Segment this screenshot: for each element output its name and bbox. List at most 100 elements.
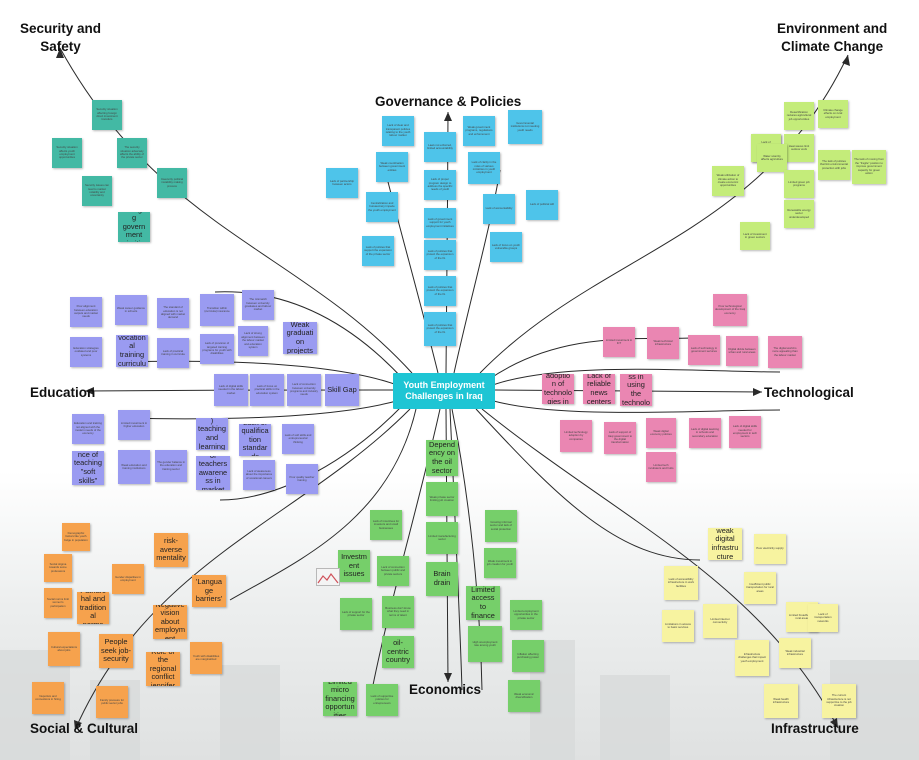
sticky-note[interactable]: Heat waves limit outdoor work xyxy=(784,134,814,162)
sticky-note[interactable]: Weak economic diversification xyxy=(508,680,540,712)
image-thumbnail-icon[interactable] xyxy=(316,568,340,586)
sticky-note[interactable]: Weak coordination between government ent… xyxy=(376,152,408,182)
sticky-note[interactable]: Weak graduation projects xyxy=(283,322,317,354)
sticky-note[interactable]: Business don't know what they need in te… xyxy=(382,596,414,628)
sticky-note[interactable]: Lack of digital learning in schools and … xyxy=(689,418,721,448)
sticky-note[interactable]: Social stigma towards some professions xyxy=(44,554,72,582)
sticky-note[interactable]: Lack of proper program design to address… xyxy=(424,170,456,200)
sticky-note[interactable]: Social norms limit women's participation xyxy=(44,588,72,618)
sticky-note[interactable]: Limited manufacturing sector xyxy=(426,522,458,554)
sticky-note[interactable]: Gender disparities in employment xyxy=(112,564,144,594)
sticky-note[interactable]: Old (system) teaching and learning metho… xyxy=(196,418,228,450)
sticky-note[interactable]: The mismatch between university graduate… xyxy=(242,290,274,320)
sticky-note[interactable]: Importance of teaching "soft skills" jen… xyxy=(72,451,104,485)
sticky-note[interactable]: Limited micro financing opportunities xyxy=(323,682,357,716)
sticky-note[interactable]: Lack of investment in green sectors xyxy=(740,222,770,250)
sticky-note[interactable]: Role of the regional conflict jennifer xyxy=(146,652,180,686)
sticky-note[interactable]: Changing government priorities xyxy=(118,212,150,242)
sticky-note[interactable]: Climate change effects on rural employme… xyxy=(818,100,848,128)
sticky-note[interactable]: Lack of connection between university pr… xyxy=(287,374,321,406)
sticky-note[interactable]: Infrastructure challenges that impact yo… xyxy=(735,640,769,676)
sticky-note[interactable]: Weak education and training institutions xyxy=(118,450,150,484)
sticky-note[interactable]: Limited internet connectivity xyxy=(703,604,737,638)
sticky-note[interactable]: Weak career guidance in schools xyxy=(115,295,147,325)
sticky-note[interactable]: oil-centric country xyxy=(382,636,414,668)
sticky-note[interactable]: Weak industrial infrastructure xyxy=(779,638,811,668)
sticky-note[interactable]: Poor alignment between education outputs… xyxy=(70,297,102,327)
sticky-note[interactable]: Limited investment in higher education xyxy=(118,410,150,440)
sticky-note[interactable]: Lack of practical training in curricula xyxy=(157,338,189,368)
sticky-note[interactable]: The standard of education is not aligned… xyxy=(157,298,189,328)
sticky-note[interactable]: Lack of focus on youth vulnerable groups xyxy=(490,232,522,262)
sticky-note[interactable]: Lack of technology in government service… xyxy=(688,335,720,365)
sticky-note[interactable]: Lack of accountability xyxy=(483,194,515,224)
sticky-note[interactable]: Water scarcity affects agriculture xyxy=(757,144,787,172)
sticky-note[interactable]: Dependency on the oil sector xyxy=(426,440,458,476)
sticky-note[interactable]: Insecurity political instability making … xyxy=(157,168,187,198)
sticky-note[interactable]: weak digital infrastructure xyxy=(708,528,742,560)
sticky-note[interactable]: Digital divide between urban and rural a… xyxy=(726,336,758,366)
sticky-note[interactable]: Lack of political will xyxy=(526,190,558,220)
sticky-note[interactable]: Lack of provision of targeted training p… xyxy=(200,334,234,364)
sticky-note[interactable]: Desertification reduces agricultural job… xyxy=(784,102,814,130)
sticky-note[interactable]: Investment issues xyxy=(338,550,370,582)
sticky-note[interactable]: Transition within (curricula) insurance xyxy=(200,294,234,326)
sticky-note[interactable]: Insufficient public transportation for r… xyxy=(744,572,776,604)
hub-node[interactable]: Youth Employment Challenges in Iraq xyxy=(393,373,495,409)
sticky-note[interactable]: Renewable energy sector underdeveloped xyxy=(784,200,814,228)
sticky-note[interactable]: Lack of awareness about the importance o… xyxy=(243,460,275,490)
sticky-note[interactable]: Weak digital economy policies xyxy=(646,418,676,448)
sticky-note[interactable]: Centralization and bureaucracy impede th… xyxy=(366,192,398,222)
sticky-note[interactable]: Lack of clear and transparent policies r… xyxy=(382,116,414,146)
sticky-note[interactable]: Lack of incentives for investors and sma… xyxy=(370,510,402,540)
sticky-note[interactable]: Limited tech incubators and hubs xyxy=(646,452,676,482)
sticky-note[interactable]: Lack of supportive policies for entrepre… xyxy=(366,684,398,716)
sticky-note[interactable]: The lack of moving from the "fragile" po… xyxy=(852,150,886,184)
sticky-note[interactable]: Security situation affects youth employm… xyxy=(52,138,82,168)
sticky-note[interactable]: Poor electricity supply xyxy=(754,534,786,564)
sticky-note[interactable]: Poor technological development of the Ir… xyxy=(713,294,747,326)
sticky-note[interactable]: Brain drain xyxy=(426,562,458,596)
sticky-note[interactable]: Weak investment in job creation for yout… xyxy=(484,548,516,578)
sticky-note[interactable]: Lack of clarity in the roles of various … xyxy=(468,152,500,184)
sticky-note[interactable]: Lack of government support for youth emp… xyxy=(424,208,456,238)
sticky-note[interactable]: Patriarchal and traditional norms xyxy=(77,592,109,624)
sticky-note[interactable]: The lack of teachers awareness in market… xyxy=(196,456,230,490)
sticky-note[interactable]: Lack of focus on practical skills in the… xyxy=(250,374,284,406)
sticky-note[interactable]: Limited vocational training curriculum xyxy=(116,335,148,367)
sticky-note[interactable]: Security situation affecting foreign dir… xyxy=(92,100,122,130)
sticky-note[interactable]: Lack of soft skills and entrepreneurial … xyxy=(282,424,314,454)
sticky-note[interactable]: Growing informal sector and lack of soci… xyxy=(485,510,517,542)
sticky-note[interactable]: Poor quality teacher training xyxy=(286,464,318,494)
sticky-note[interactable]: Lack of accessibility infrastructure in … xyxy=(664,566,698,600)
sticky-note[interactable]: Lack of strong alignment between the lab… xyxy=(238,326,268,356)
sticky-note[interactable]: The current infrastructure is not suppor… xyxy=(822,684,856,718)
sticky-note[interactable]: Weak technical infrastructure xyxy=(647,327,679,359)
sticky-note[interactable]: Lack of policies that protect the expans… xyxy=(424,312,456,346)
sticky-note[interactable]: Lack of partnership between actors xyxy=(326,168,358,198)
sticky-note[interactable]: Lack of reliable news centers xyxy=(583,374,615,404)
sticky-note[interactable]: People seek job-security xyxy=(99,634,133,668)
sticky-note[interactable]: Limited technology adoption by companies xyxy=(560,420,592,452)
sticky-note[interactable]: Lack of transportation networks xyxy=(808,604,838,632)
sticky-note[interactable]: The lack of policies that link environme… xyxy=(818,150,850,180)
sticky-note[interactable]: Weak health infrastructure xyxy=(764,684,798,718)
sticky-note[interactable]: Lack of support of Iraqi government to t… xyxy=(604,422,636,454)
sticky-note[interactable]: Negative vision about employment xyxy=(153,605,187,639)
sticky-note[interactable]: Weak utilization of climate action to cr… xyxy=(712,166,744,196)
sticky-note[interactable]: slow adoption of technologies in Iraq xyxy=(542,374,574,404)
sticky-note[interactable]: Laws not enforced, limited accountabilit… xyxy=(424,132,456,162)
sticky-note[interactable]: Limited green job programs xyxy=(784,170,814,198)
sticky-note[interactable]: Nepotism and connections in hiring xyxy=(32,682,64,714)
sticky-note[interactable]: Skill Gap xyxy=(325,374,359,406)
sticky-note[interactable]: Lack of connection between public and pr… xyxy=(377,556,409,586)
sticky-note[interactable]: The security situation adversely affects… xyxy=(117,138,147,168)
sticky-note[interactable]: Governmental institutions not meeting yo… xyxy=(508,110,542,144)
sticky-note[interactable]: Lack of policies that protect the expans… xyxy=(424,276,456,306)
sticky-note[interactable]: Security issues can lead to market volat… xyxy=(82,176,112,206)
sticky-note[interactable]: Education strategies outdated and poor s… xyxy=(70,337,102,367)
sticky-note[interactable]: Lack of qualification standards xyxy=(239,424,271,456)
sticky-note[interactable]: Youth with disabilities are marginalized xyxy=(190,642,222,674)
sticky-note[interactable]: High unemployment rate among youth xyxy=(468,626,502,662)
sticky-note[interactable]: Weakness in using the technology xyxy=(620,374,652,406)
